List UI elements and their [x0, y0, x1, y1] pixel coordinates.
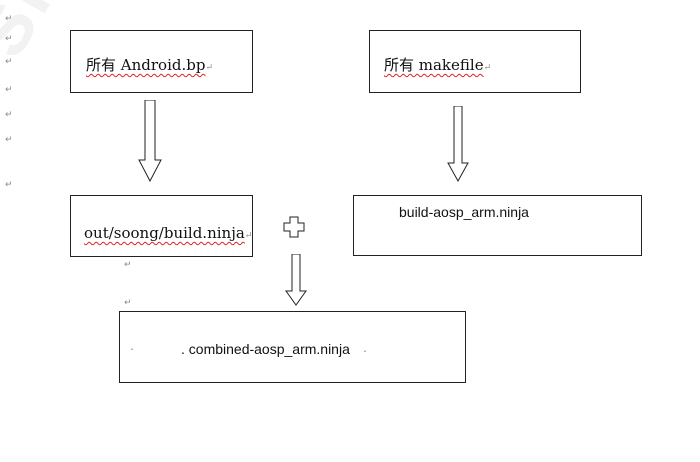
- paragraph-mark: ↵: [5, 57, 13, 67]
- node-aosp-arm-ninja: build-aosp_arm.ninja: [353, 195, 642, 256]
- node-android-bp: 所有 Android.bp↵: [70, 30, 253, 93]
- paragraph-mark: ↵: [5, 14, 13, 24]
- node-android-bp-label: 所有 Android.bp: [86, 56, 206, 74]
- paragraph-mark: ↵: [124, 298, 132, 308]
- paragraph-mark: ↵: [124, 260, 132, 270]
- paragraph-mark: ↵: [5, 110, 13, 120]
- node-combined-ninja: ˇ . combined-aosp_arm.ninja ˇ: [119, 311, 466, 383]
- grammar-mark: ˇ: [363, 350, 367, 359]
- node-soong-build-ninja-label: out/soong/build.ninja: [84, 224, 245, 242]
- paragraph-mark: ↵: [5, 135, 13, 145]
- paragraph-mark: ↵: [5, 34, 13, 44]
- node-soong-build-ninja: out/soong/build.ninja↵: [70, 195, 253, 257]
- down-arrow-icon: [285, 254, 307, 306]
- paragraph-mark: ↵: [205, 63, 213, 73]
- down-arrow-icon: [138, 100, 162, 182]
- paragraph-mark: ↵: [5, 85, 13, 95]
- plus-icon: [283, 216, 305, 238]
- paragraph-mark: ↵: [483, 63, 492, 73]
- node-makefile-label: 所有 makefile: [384, 56, 484, 74]
- node-aosp-arm-ninja-label: build-aosp_arm.ninja: [399, 204, 529, 220]
- node-combined-ninja-label: . combined-aosp_arm.ninja: [181, 341, 350, 357]
- grammar-mark: ˇ: [130, 348, 134, 357]
- down-arrow-icon: [447, 106, 469, 182]
- paragraph-mark: ↵: [244, 231, 253, 241]
- paragraph-mark: ↵: [5, 180, 13, 190]
- node-makefile: 所有 makefile↵: [369, 30, 581, 93]
